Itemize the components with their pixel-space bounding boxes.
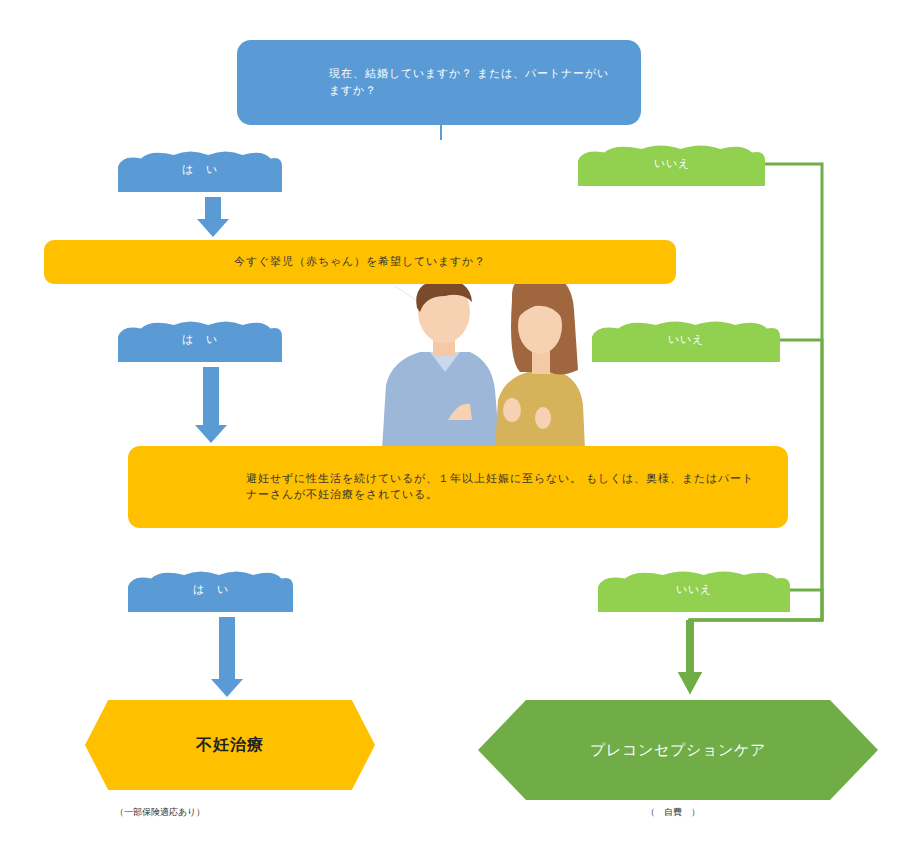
- node-label: いいえ: [654, 156, 690, 173]
- cost-note: （一部保険適応あり）: [75, 806, 245, 819]
- node-label: いいえ: [676, 582, 712, 599]
- no-cloud: いいえ: [598, 568, 790, 612]
- node-label: は い: [193, 582, 229, 599]
- woman-figure: [495, 272, 585, 450]
- node-label: 不妊治療: [196, 733, 264, 757]
- yes-cloud: は い: [118, 318, 282, 362]
- node-label: は い: [182, 162, 218, 179]
- node-label: は い: [182, 332, 218, 349]
- flow-arrow: [197, 197, 229, 237]
- node-label: 避妊せずに性生活を続けているが、１年以上妊娠に至らない。 もしくは、奥様、または…: [246, 471, 758, 503]
- stub-line: [440, 125, 442, 140]
- yes-cloud: は い: [128, 568, 293, 612]
- node-label: 現在、結婚していますか？ または、パートナーがいますか？: [329, 66, 621, 99]
- result-hexagon: 不妊治療（一部保険適応あり）: [85, 700, 375, 790]
- question-band: 今すぐ挙児（赤ちゃん）を希望していますか？: [44, 240, 676, 284]
- node-label: いいえ: [668, 332, 704, 349]
- node-label: プレコンセプションケア: [590, 739, 766, 762]
- man-figure: [382, 280, 500, 450]
- flow-arrow: [195, 367, 227, 443]
- no-branch-connector: [678, 164, 822, 694]
- node-label: 今すぐ挙児（赤ちゃん）を希望していますか？: [234, 254, 486, 271]
- cost-note: （ 自費 ）: [618, 806, 728, 819]
- result-hexagon: プレコンセプションケア（ 自費 ）: [478, 700, 878, 800]
- question-box: 現在、結婚していますか？ または、パートナーがいますか？: [237, 40, 641, 125]
- flow-arrow: [211, 617, 243, 697]
- yes-cloud: は い: [118, 148, 282, 192]
- question-box: 避妊せずに性生活を続けているが、１年以上妊娠に至らない。 もしくは、奥様、または…: [128, 446, 788, 528]
- no-cloud: いいえ: [578, 142, 765, 186]
- no-cloud: いいえ: [592, 318, 780, 362]
